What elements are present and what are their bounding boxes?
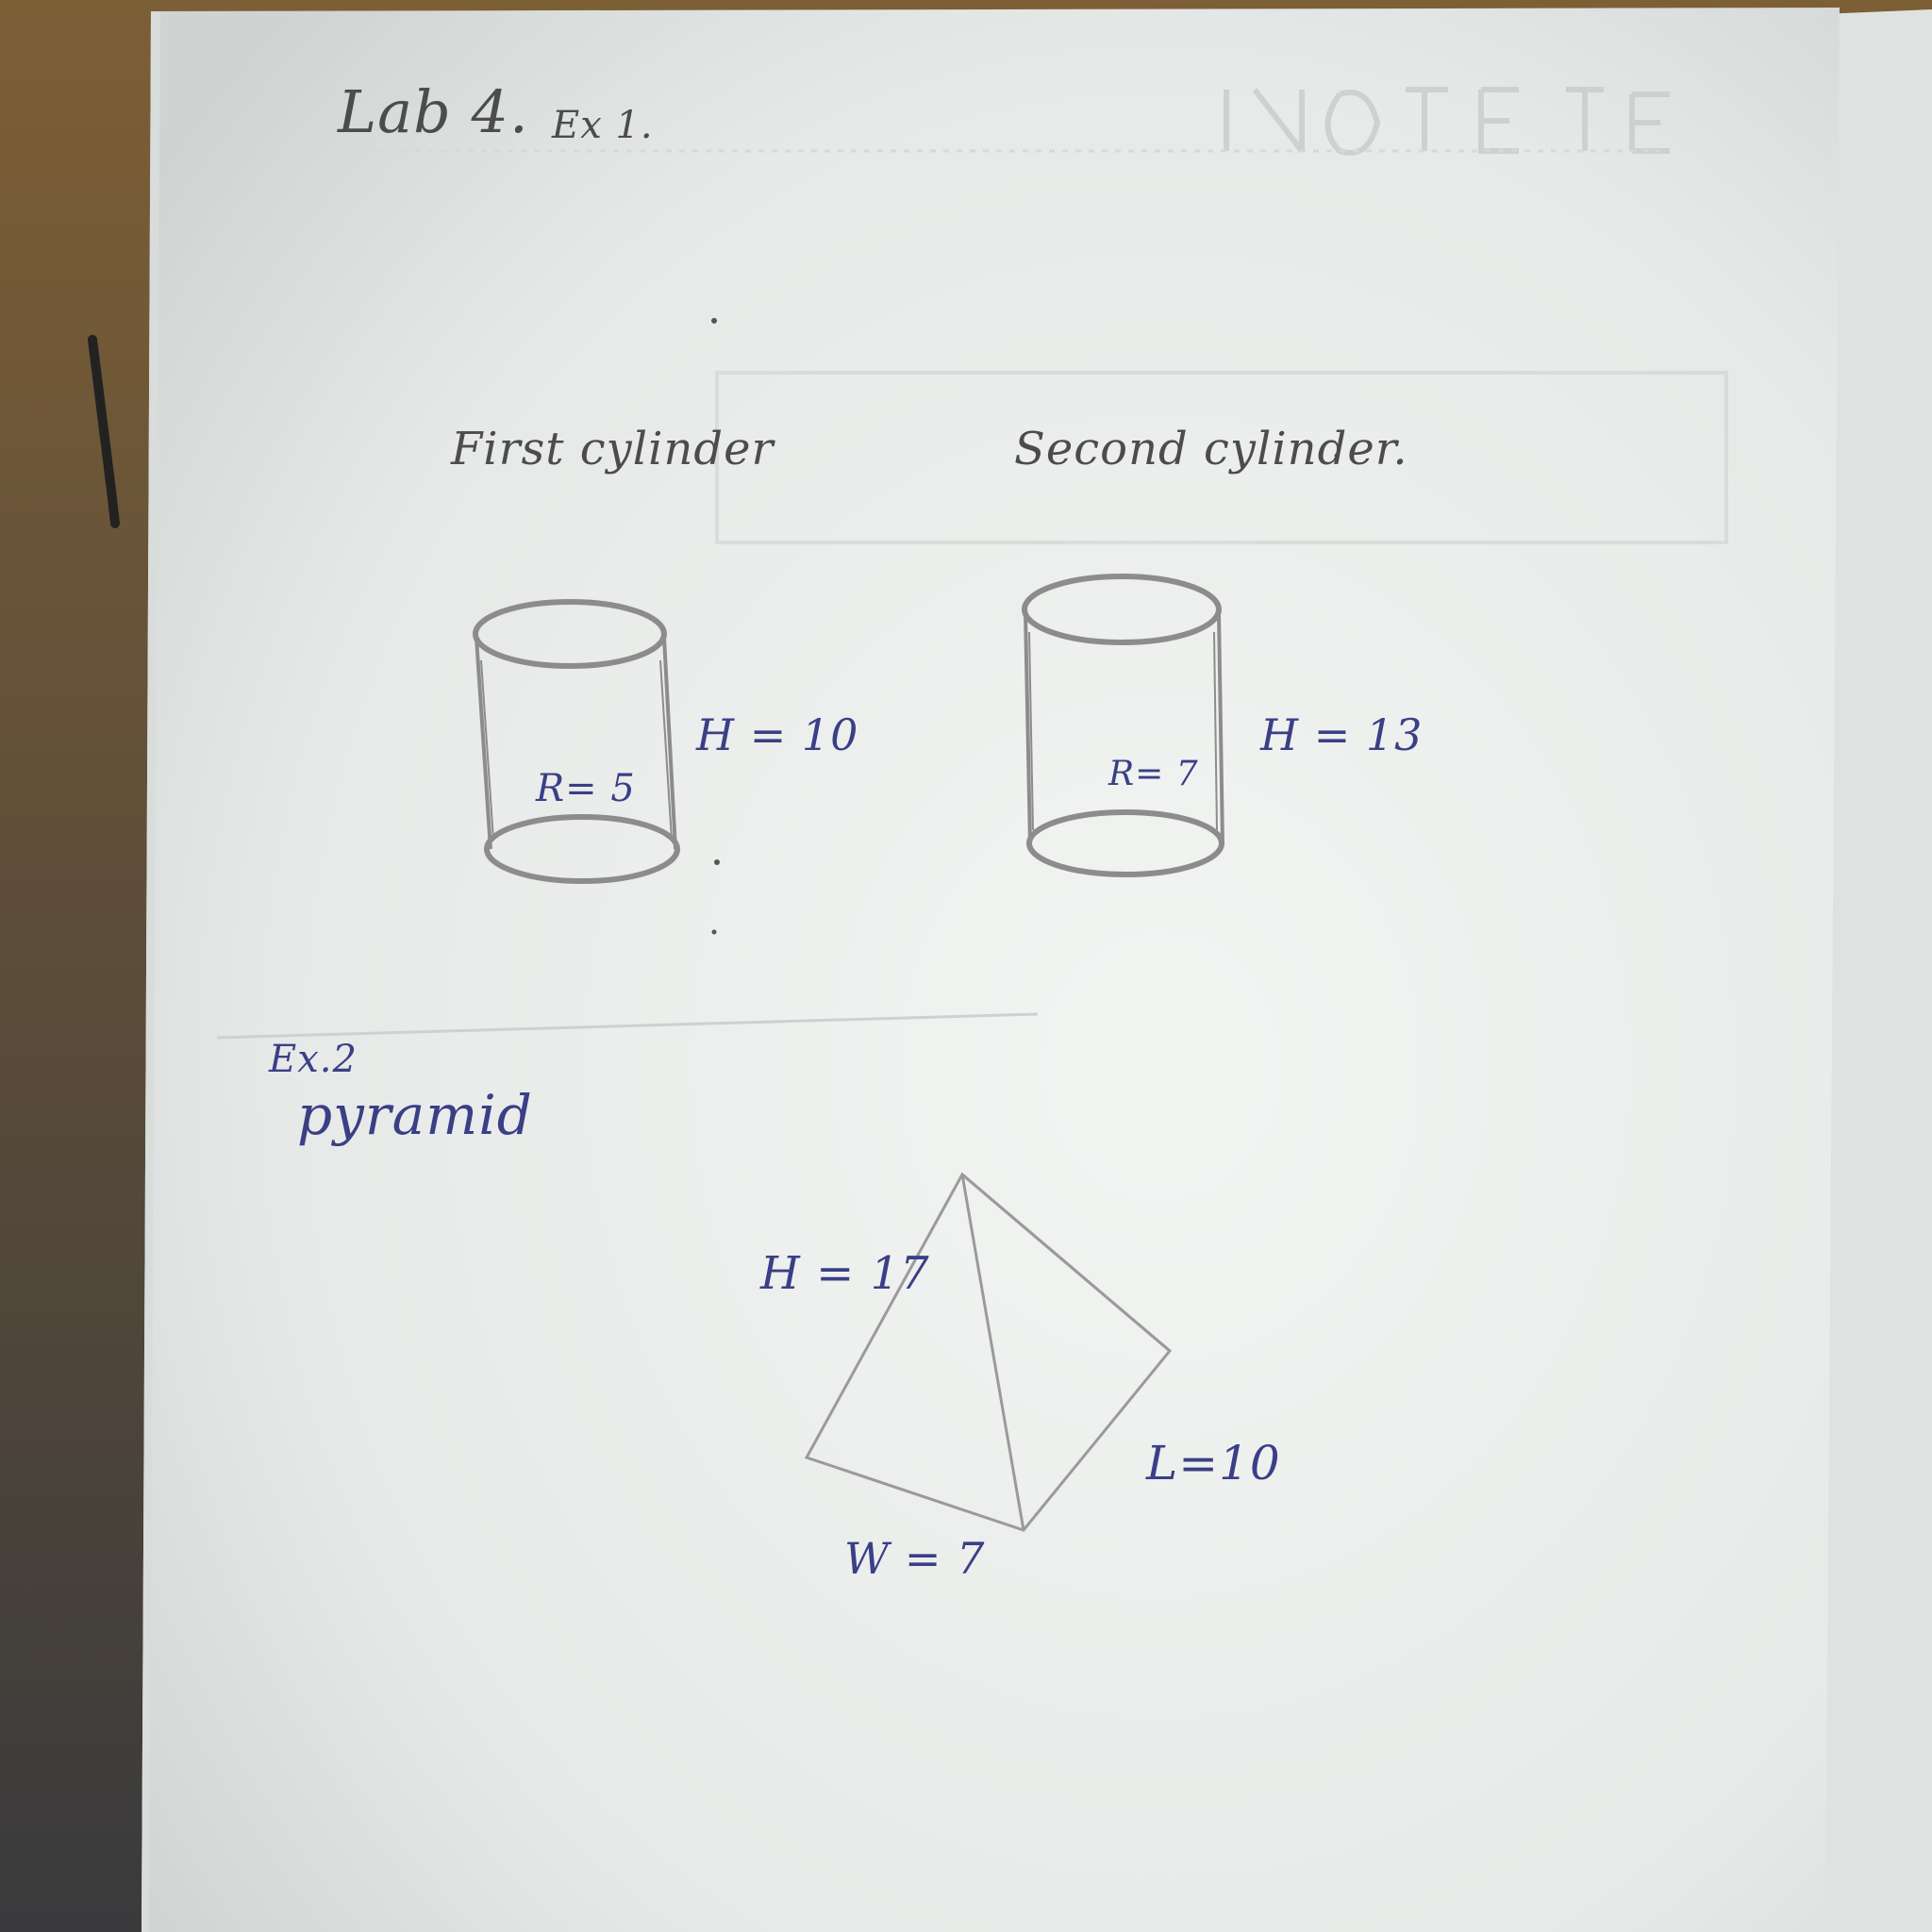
pyramid-length: L=10: [1146, 1436, 1281, 1491]
exercise-1-label: Ex 1.: [552, 104, 654, 147]
second-cylinder-radius: R= 7: [1108, 755, 1199, 793]
pyramid-label: pyramid: [297, 1083, 533, 1147]
paper-sheet: [142, 8, 1840, 1932]
second-cylinder-drawing: [1022, 574, 1224, 877]
pyramid-drawing: [804, 1172, 1173, 1532]
first-cylinder-label: First cylinder: [451, 423, 774, 475]
second-cylinder-label: Second cylinder.: [1014, 423, 1408, 475]
desk-pen-mark: [88, 335, 120, 528]
first-cylinder-radius: R= 5: [536, 767, 636, 810]
show-through-box: [715, 371, 1728, 544]
pyramid-width: W = 7: [844, 1533, 986, 1584]
second-cylinder-height: H = 13: [1260, 709, 1424, 760]
first-cylinder-drawing: [473, 599, 680, 884]
first-cylinder-height: H = 10: [696, 709, 859, 760]
lab-title: Lab 4.: [338, 77, 529, 146]
exercise-2-label: Ex.2: [269, 1038, 358, 1081]
show-through-rule-2: [216, 1012, 1039, 1040]
pyramid-height: H = 17: [760, 1247, 930, 1300]
pencil-dots: [711, 318, 1340, 935]
paper-left-margin: [142, 11, 160, 1932]
show-through-text: [1224, 87, 1670, 156]
